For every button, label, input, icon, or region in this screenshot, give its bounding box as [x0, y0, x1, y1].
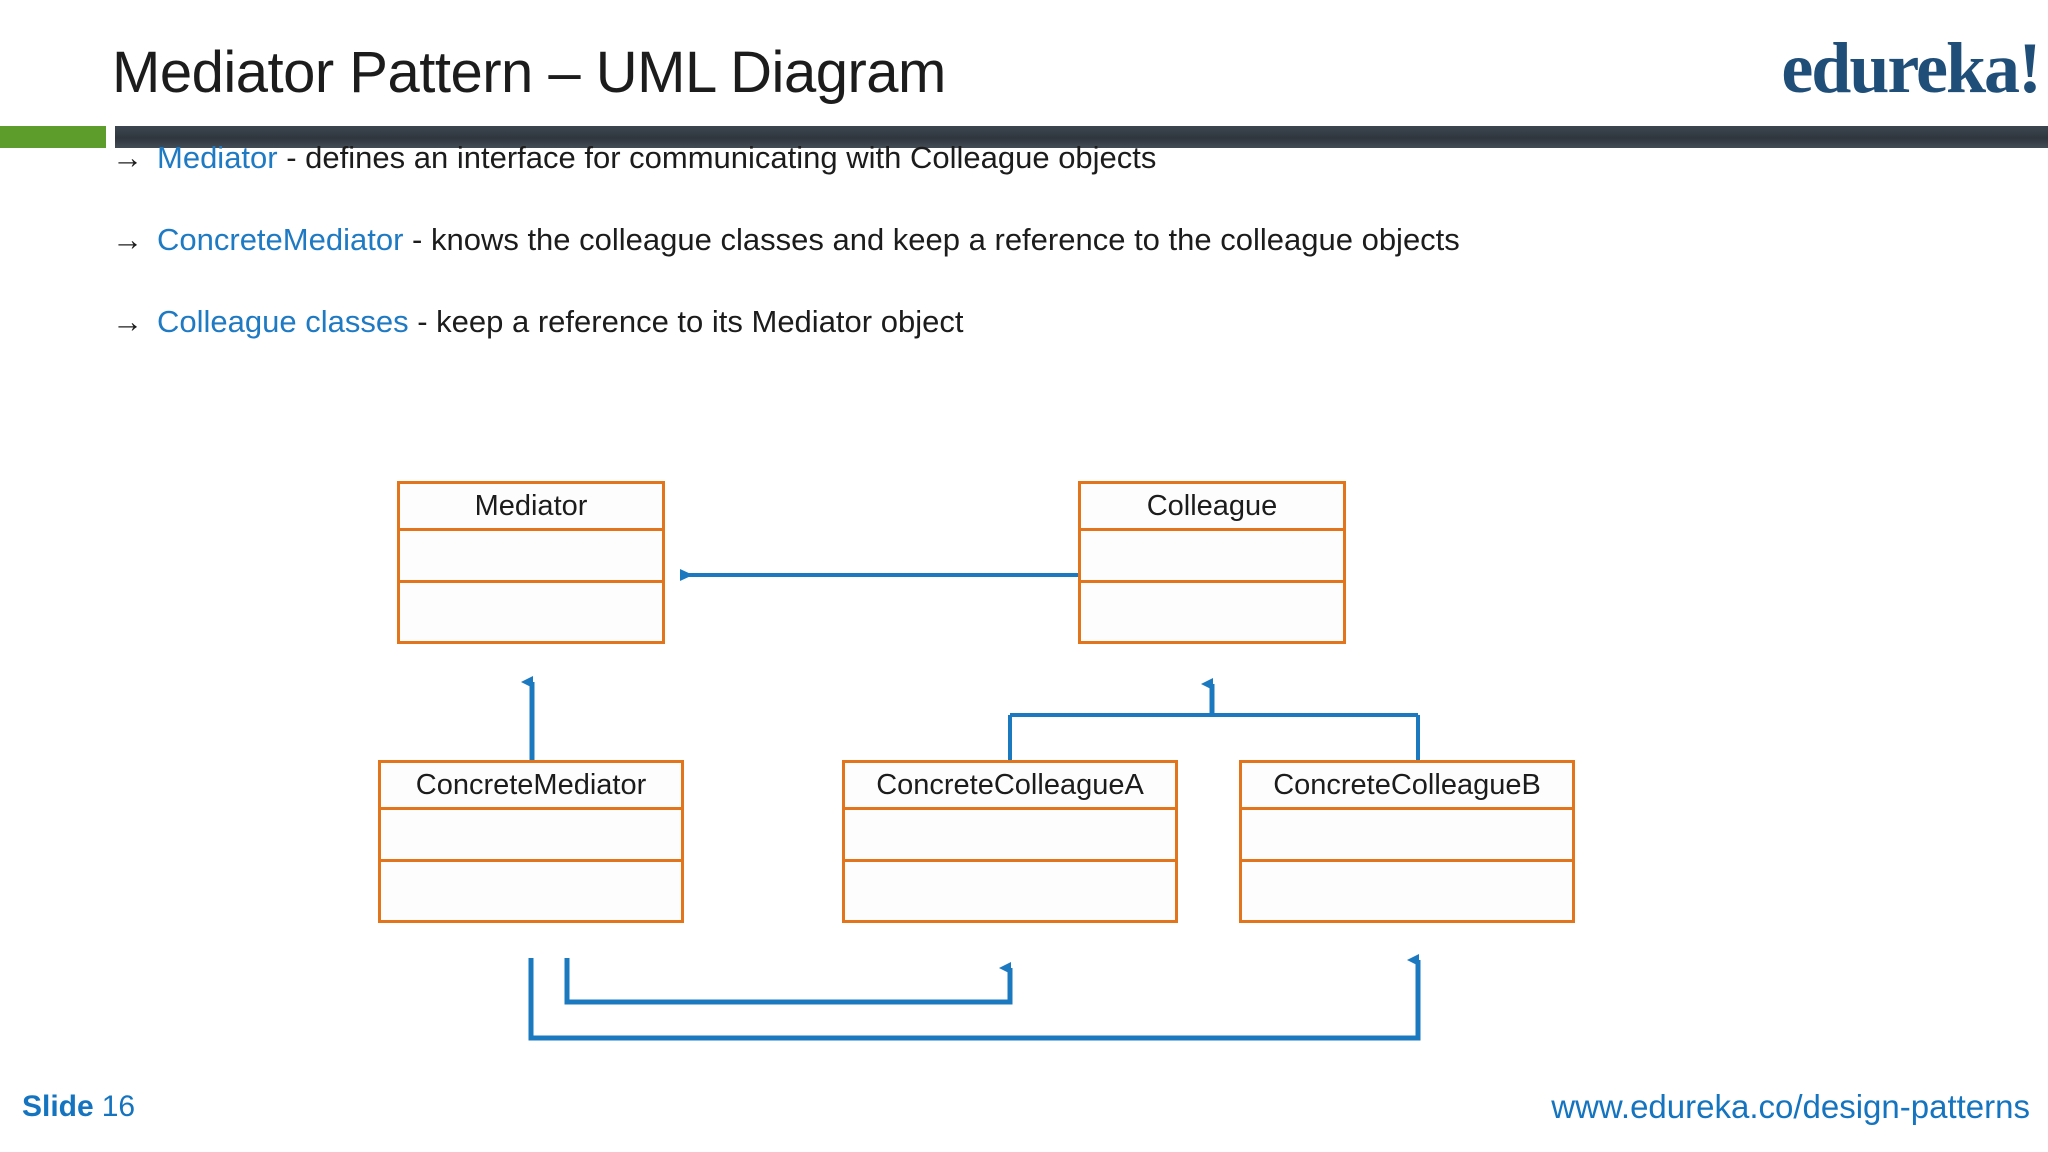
uml-operations-compartment — [381, 862, 681, 920]
bullet-desc-mediator: - defines an interface for communicating… — [286, 140, 1157, 175]
uml-operations-compartment — [1081, 583, 1343, 641]
uml-class-concrete-colleague-a[interactable]: ConcreteColleagueA — [842, 760, 1178, 923]
slide-word: Slide — [22, 1090, 94, 1123]
bullet-desc-colleague-classes: - keep a reference to its Mediator objec… — [417, 304, 964, 339]
uml-class-colleague[interactable]: Colleague — [1078, 481, 1346, 644]
bullet-term-concrete-mediator: ConcreteMediator — [157, 222, 404, 257]
bullet-item-colleague-classes: → Colleague classes - keep a reference to… — [112, 306, 963, 337]
uml-attributes-compartment — [1081, 531, 1343, 583]
bullet-term-colleague-classes: Colleague classes — [157, 304, 409, 339]
uml-class-name: ConcreteColleagueA — [845, 763, 1175, 810]
bullet-term-mediator: Mediator — [157, 140, 278, 175]
uml-attributes-compartment — [845, 810, 1175, 862]
bullet-item-concrete-mediator: → ConcreteMediator - knows the colleague … — [112, 224, 1460, 255]
connector-concrete-mediator-to-colleague-a — [564, 958, 1013, 1005]
uml-attributes-compartment — [381, 810, 681, 862]
arrow-right-icon: → — [112, 304, 143, 339]
connector-concrete-mediator-to-colleague-b — [528, 954, 1421, 1041]
header-green-accent-block — [0, 126, 106, 148]
arrow-right-icon: → — [112, 140, 143, 175]
slide-number: 16 — [101, 1090, 136, 1123]
uml-class-name: Colleague — [1081, 484, 1343, 531]
uml-class-concrete-mediator[interactable]: ConcreteMediator — [378, 760, 684, 923]
bullet-item-mediator: → Mediator - defines an interface for com… — [112, 142, 1156, 173]
uml-operations-compartment — [400, 583, 662, 641]
arrow-right-icon: → — [112, 222, 143, 257]
uml-class-mediator[interactable]: Mediator — [397, 481, 665, 644]
uml-operations-compartment — [1242, 862, 1572, 920]
connector-concrete-colleagues-to-colleague — [1008, 678, 1420, 762]
uml-class-concrete-colleague-b[interactable]: ConcreteColleagueB — [1239, 760, 1575, 923]
edureka-logo: edureka! — [1781, 28, 2042, 108]
uml-class-name: ConcreteColleagueB — [1242, 763, 1572, 810]
footer-url-link[interactable]: www.edureka.co/design-patterns — [1551, 1088, 2030, 1125]
bullet-desc-concrete-mediator: - knows the colleague classes and keep a… — [412, 222, 1460, 257]
uml-attributes-compartment — [1242, 810, 1572, 862]
uml-class-name: Mediator — [400, 484, 662, 531]
uml-attributes-compartment — [400, 531, 662, 583]
header-dark-rule — [115, 126, 2048, 148]
uml-class-name: ConcreteMediator — [381, 763, 681, 810]
page-title: Mediator Pattern – UML Diagram — [112, 40, 946, 105]
uml-operations-compartment — [845, 862, 1175, 920]
